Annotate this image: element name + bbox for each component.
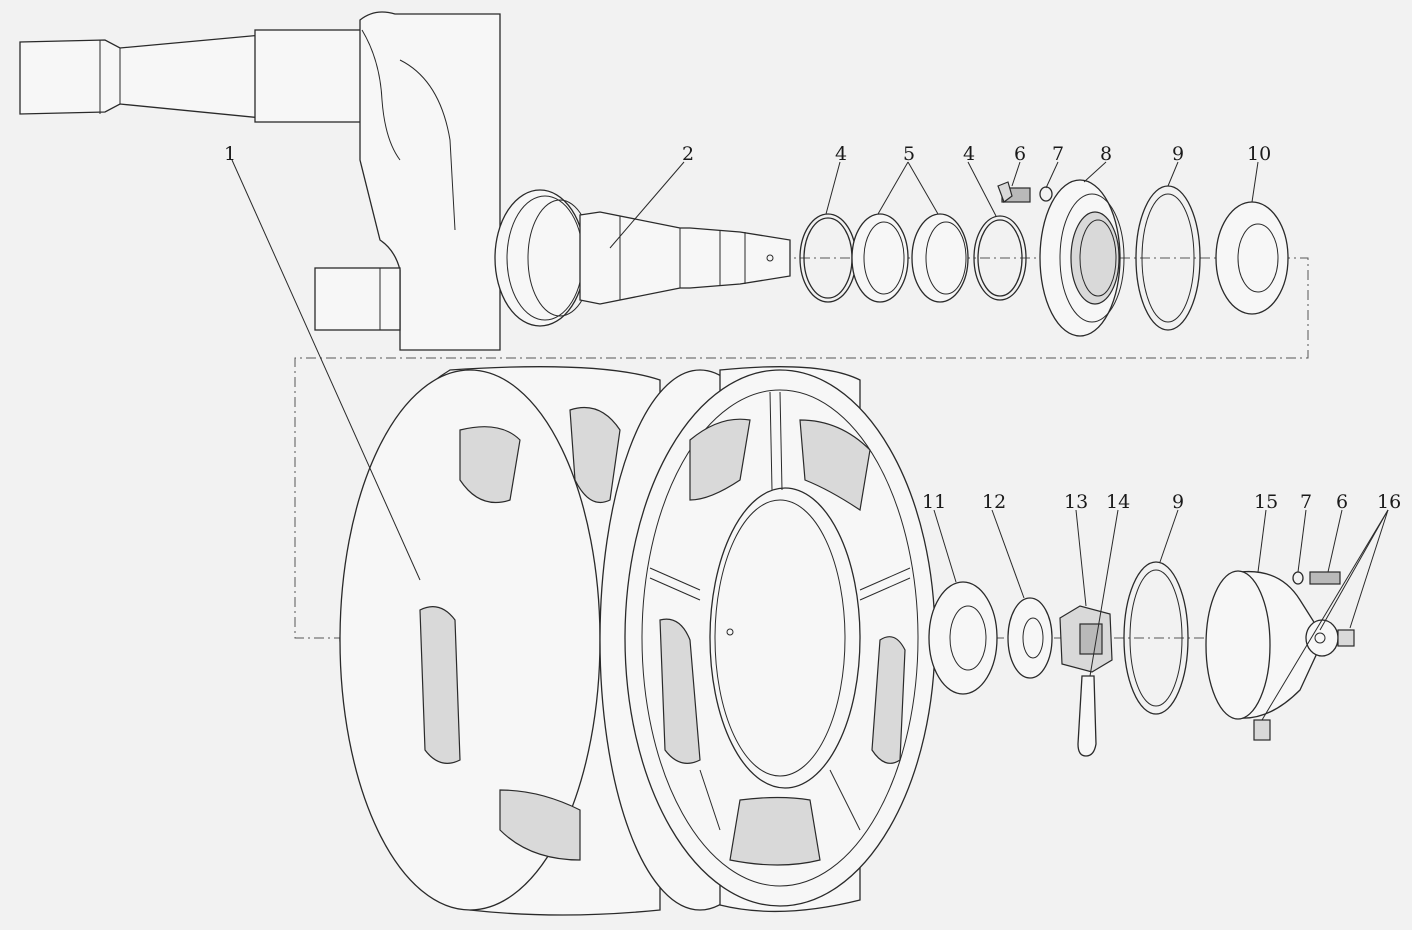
callout-7-bottom: 7 (1300, 491, 1312, 513)
bolt-and-washer-bottom (1292, 571, 1355, 647)
bearing-race-part (928, 581, 998, 695)
callout-16: 16 (1377, 491, 1401, 513)
callout-9-top: 9 (1172, 143, 1184, 165)
callout-13: 13 (1064, 491, 1088, 513)
cotter-pin-part (1077, 675, 1097, 757)
callout-9-bottom: 9 (1172, 491, 1184, 513)
callout-10: 10 (1247, 143, 1271, 165)
leader-lines (231, 159, 1389, 721)
callout-8: 8 (1100, 143, 1112, 165)
washer-part (1007, 597, 1053, 679)
callout-labels: 1 2 4 5 4 6 7 8 9 10 11 12 13 14 9 15 7 … (224, 143, 1401, 513)
callout-6-bottom: 6 (1336, 491, 1348, 513)
callout-5: 5 (903, 143, 915, 165)
callout-11: 11 (922, 491, 946, 513)
gasket-bottom (1123, 561, 1189, 715)
callout-12: 12 (982, 491, 1006, 513)
oil-seal-part (1215, 201, 1289, 315)
bearing-seal-parts (799, 213, 1027, 303)
callout-4-right: 4 (963, 143, 975, 165)
callout-1: 1 (224, 143, 236, 165)
callout-4-left: 4 (835, 143, 847, 165)
callout-6-top: 6 (1014, 143, 1026, 165)
callout-2: 2 (682, 143, 694, 165)
bolt-and-washer-top (997, 181, 1053, 203)
castle-nut-part (1059, 605, 1113, 673)
callout-15: 15 (1254, 491, 1278, 513)
steering-knuckle-part (19, 11, 791, 351)
brake-drum-part (624, 366, 936, 913)
callout-14: 14 (1106, 491, 1130, 513)
bearing-housing-part (1039, 179, 1125, 337)
hub-cap-part (1205, 570, 1339, 741)
callout-7-top: 7 (1052, 143, 1064, 165)
